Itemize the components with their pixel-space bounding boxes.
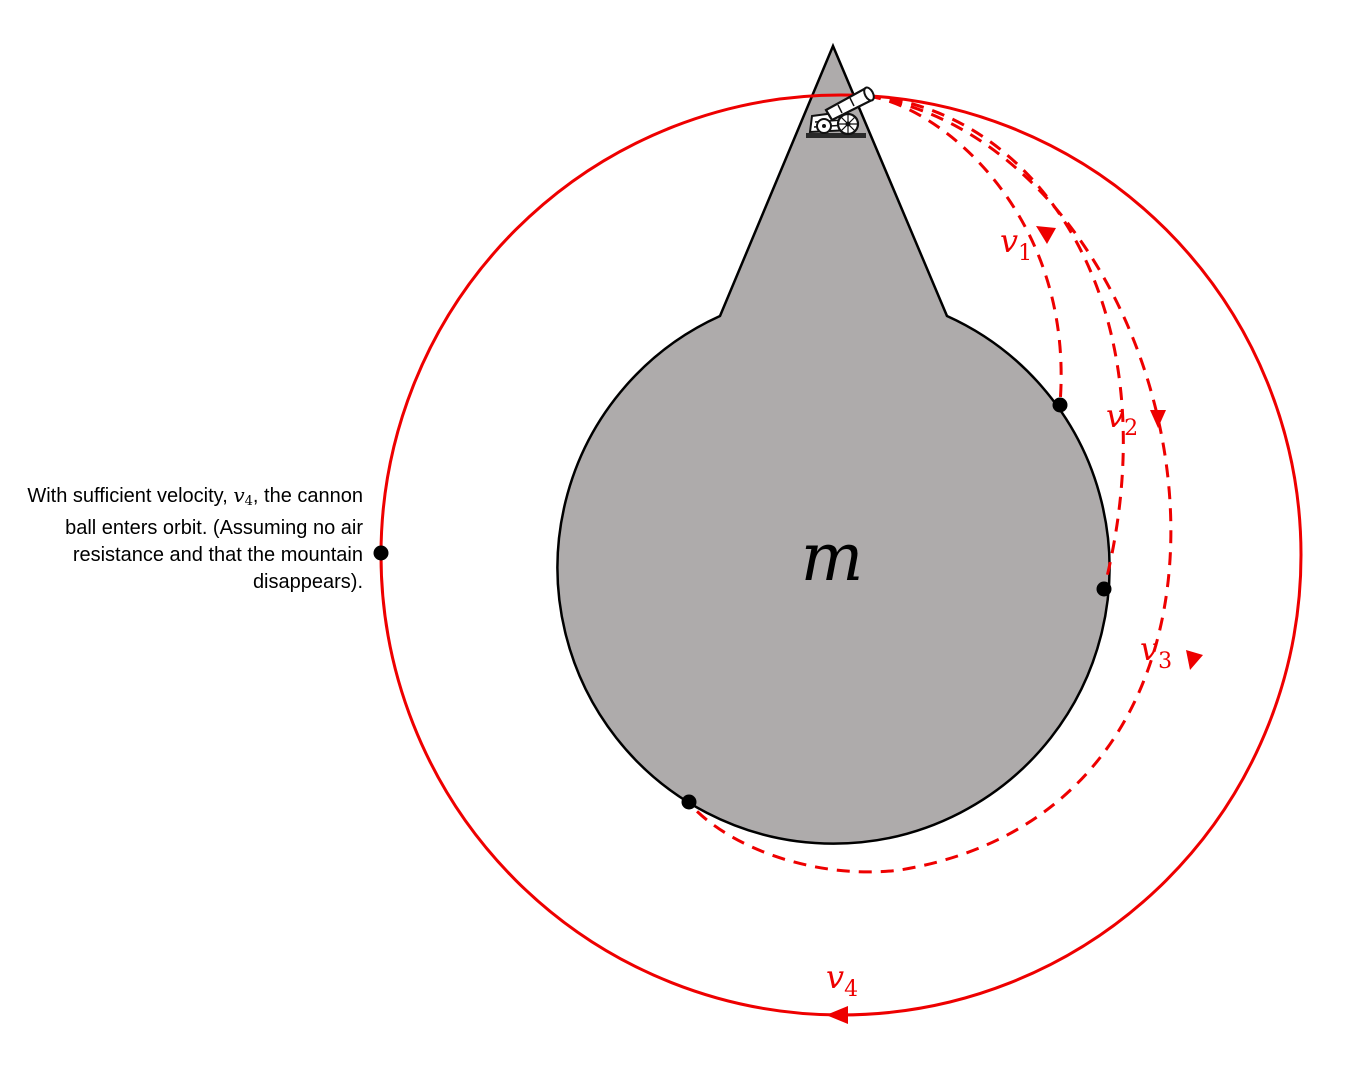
planet-body xyxy=(556,42,1111,845)
caption-text-after: , the cannon ball enters orbit. (Assumin… xyxy=(65,485,363,593)
landing-point-v1 xyxy=(1052,397,1068,413)
orbit-point xyxy=(373,545,389,561)
label-v2: v2 xyxy=(1106,397,1138,441)
caption-velocity-var: v4 xyxy=(233,483,253,509)
landing-point-v3 xyxy=(681,794,697,810)
caption-var-letter: v xyxy=(233,483,245,507)
trajectory-v2 xyxy=(867,94,1125,590)
arrowhead-v4 xyxy=(826,1006,848,1024)
label-v3: v3 xyxy=(1140,630,1172,674)
cannon-icon xyxy=(806,86,875,138)
label-v4: v4 xyxy=(826,958,858,1002)
landing-point-v2 xyxy=(1096,581,1112,597)
arrowhead-v1 xyxy=(1036,226,1056,244)
trajectory-v3 xyxy=(686,94,1173,874)
arrowhead-v3 xyxy=(1186,650,1203,670)
trajectory-v1 xyxy=(867,94,1063,405)
orbit-caption: With sufficient velocity, v4, the cannon… xyxy=(0,482,363,596)
arrowhead-v2 xyxy=(1150,410,1166,428)
caption-text-before: With sufficient velocity, xyxy=(27,485,234,507)
caption-var-subscript: 4 xyxy=(244,494,253,509)
mass-label: m xyxy=(801,519,864,596)
label-v1: v1 xyxy=(1000,222,1032,266)
